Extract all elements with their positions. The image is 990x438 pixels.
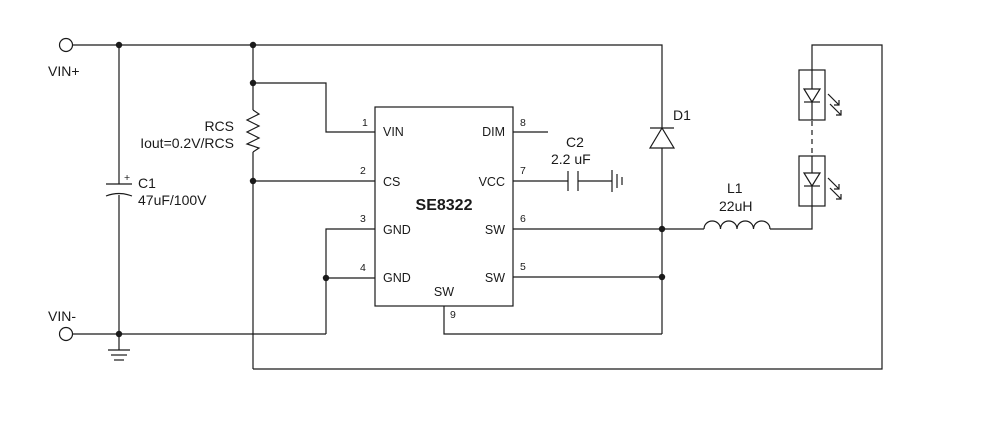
capacitor-c1: + C1 47uF/100V: [105, 172, 207, 208]
ic-part-number: SE8322: [416, 197, 473, 214]
pin-9-name: SW: [434, 285, 454, 299]
pin-2-name: CS: [383, 175, 400, 189]
l1-ref: L1: [727, 180, 743, 196]
c2-ground-symbol: [611, 170, 623, 192]
c2-value: 2.2 uF: [551, 151, 591, 167]
pin-4-number: 4: [360, 262, 366, 274]
terminal-vin-plus: VIN+: [48, 37, 80, 79]
pin-1-name: VIN: [383, 125, 404, 139]
c1-polarity: +: [124, 172, 130, 184]
pin-6-number: 6: [520, 213, 526, 225]
c1-ref: C1: [138, 175, 156, 191]
rcs-value: Iout=0.2V/RCS: [140, 135, 234, 151]
diode-d1: D1: [648, 107, 691, 149]
c1-value: 47uF/100V: [138, 192, 207, 208]
terminal-vin-minus-label: VIN-: [48, 308, 76, 324]
pin-8-number: 8: [520, 117, 526, 129]
pin-3-number: 3: [360, 213, 366, 225]
pin-5-number: 5: [520, 261, 526, 273]
junction-dots: [115, 41, 666, 338]
ground-symbol: [108, 349, 130, 361]
terminal-vin-minus: VIN-: [48, 308, 76, 342]
wires: [72, 44, 883, 370]
c2-ref: C2: [566, 134, 584, 150]
l1-value: 22uH: [719, 198, 752, 214]
pin-6-name: SW: [485, 223, 505, 237]
pin-2-number: 2: [360, 165, 366, 177]
pin-5-name: SW: [485, 271, 505, 285]
inductor-l1: L1 22uH: [703, 180, 771, 230]
led-string: [798, 69, 842, 207]
pin-3-name: GND: [383, 223, 411, 237]
ic-se8322: SE8322 1 VIN 2 CS 3 GND 4 GND 5 SW 6 SW …: [360, 106, 526, 321]
led-bottom: [798, 155, 842, 207]
pin-7-number: 7: [520, 165, 526, 177]
rcs-ref: RCS: [204, 118, 234, 134]
d1-ref: D1: [673, 107, 691, 123]
pin-4-name: GND: [383, 271, 411, 285]
terminal-vin-plus-label: VIN+: [48, 63, 80, 79]
resistor-rcs: RCS Iout=0.2V/RCS: [140, 109, 261, 153]
pin-8-name: DIM: [482, 125, 505, 139]
pin-1-number: 1: [362, 117, 368, 129]
led-top: [798, 69, 842, 121]
pin-9-number: 9: [450, 309, 456, 321]
pin-7-name: VCC: [479, 175, 505, 189]
capacitor-c2: C2 2.2 uF: [551, 134, 591, 191]
